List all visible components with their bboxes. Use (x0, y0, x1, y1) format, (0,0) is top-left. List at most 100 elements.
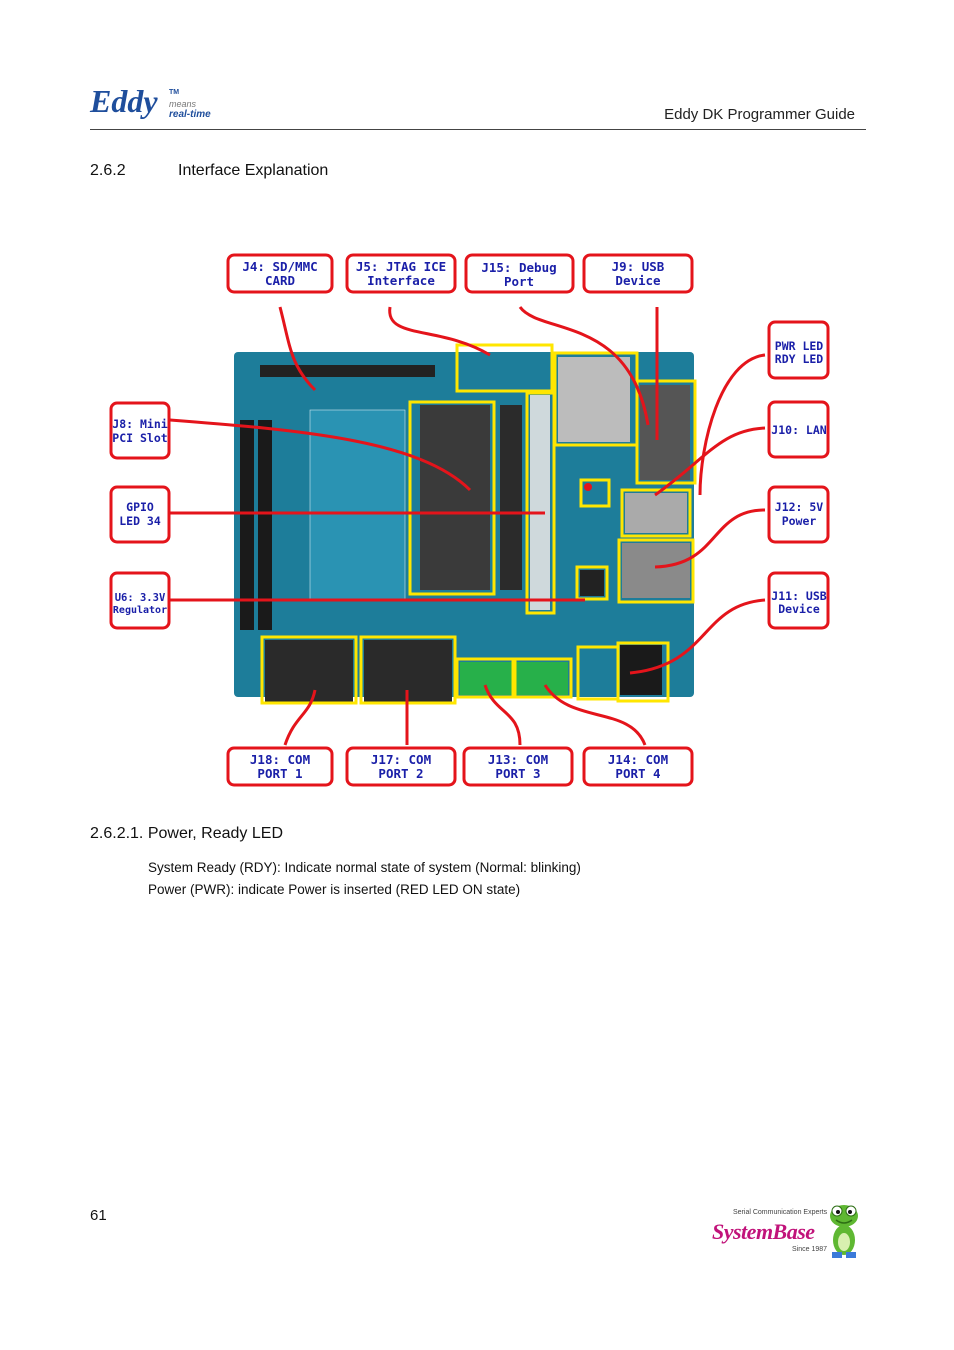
regulator-chip (580, 570, 604, 596)
highlight-db9 (635, 379, 697, 485)
svg-text:J9: USB: J9: USB (612, 259, 665, 274)
label-j5: J5: JTAG ICE Interface (345, 253, 457, 294)
svg-text:J8: Mini: J8: Mini (112, 417, 167, 431)
svg-text:J15: Debug: J15: Debug (481, 260, 556, 275)
chip-column (500, 405, 522, 590)
com-port-1-connector (265, 640, 353, 702)
svg-text:PORT 1: PORT 1 (257, 766, 302, 781)
label-j4: J4: SD/MMC CARD (226, 253, 334, 294)
label-gpio: GPIO LED 34 (109, 485, 171, 544)
label-j12: J12: 5V Power (767, 485, 830, 544)
label-j9: J9: USB Device (582, 253, 694, 294)
frog-mascot-icon (830, 1205, 858, 1258)
pin-header-left-1 (240, 420, 254, 630)
label-j17: J17: COM PORT 2 (345, 746, 457, 787)
led-column (530, 395, 550, 610)
logo-trademark: TM (169, 89, 180, 96)
highlight-minipci (408, 400, 496, 596)
svg-text:U6: 3.3V: U6: 3.3V (115, 592, 166, 604)
highlight-com3 (455, 657, 517, 699)
svg-text:PORT 4: PORT 4 (615, 766, 660, 781)
brand-name: SystemBase (712, 1219, 815, 1244)
highlight-leds (525, 391, 556, 615)
highlight-power-2 (576, 645, 620, 701)
page-number: 61 (90, 1207, 107, 1224)
highlight-usb (620, 488, 692, 538)
logo-realtime: real-time (169, 109, 211, 120)
arrow-j5 (388, 306, 491, 357)
document-title: Eddy DK Programmer Guide (664, 106, 855, 123)
logo-means: means (169, 99, 197, 109)
svg-text:Regulator: Regulator (113, 605, 167, 616)
label-u6: U6: 3.3V Regulator (109, 571, 171, 630)
svg-text:RDY LED: RDY LED (775, 352, 824, 366)
label-j18: J18: COM PORT 1 (226, 746, 334, 787)
highlight-regulator (575, 565, 609, 601)
eddy-logo: Eddy TM means real-time (90, 84, 220, 128)
highlight-led-pwr (579, 478, 611, 508)
arrow-pwr (698, 353, 766, 496)
brand-tagline: Serial Communication Experts (733, 1209, 828, 1216)
usb-connector (625, 493, 687, 533)
svg-text:Interface: Interface (367, 273, 435, 288)
svg-text:PWR LED: PWR LED (775, 339, 824, 353)
arrow-j13 (483, 684, 522, 746)
brand-since: Since 1987 (792, 1246, 828, 1253)
svg-text:J4: SD/MMC: J4: SD/MMC (242, 259, 317, 274)
sd-card-slot (558, 357, 630, 442)
section-title: Interface Explanation (178, 162, 329, 179)
svg-text:Port: Port (504, 274, 534, 289)
label-j15: J15: Debug Port (464, 253, 575, 294)
logo-word: Eddy (90, 83, 158, 119)
svg-text:J14: COM: J14: COM (608, 752, 668, 767)
svg-text:GPIO: GPIO (126, 500, 154, 514)
db9-connector (640, 385, 690, 480)
svg-text:J18: COM: J18: COM (250, 752, 310, 767)
label-j10: J10: LAN (767, 400, 830, 459)
arrow-j14 (543, 684, 647, 746)
svg-text:J11: USB: J11: USB (771, 589, 826, 603)
callout-arrows (169, 306, 766, 746)
section-number: 2.6.2 (90, 162, 126, 179)
label-pwr-led: PWR LED RDY LED (767, 320, 830, 380)
pin-header-top (260, 365, 435, 377)
svg-text:J17: COM: J17: COM (371, 752, 431, 767)
board-interface-figure: J4: SD/MMC CARD J5: JTAG ICE Interface J… (109, 253, 830, 787)
svg-text:Device: Device (615, 273, 661, 288)
highlight-jtag (455, 343, 554, 393)
arrow-j11 (629, 598, 766, 675)
arrow-j18 (283, 689, 317, 746)
subsection-heading: 2.6.2.1. Power, Ready LED (90, 825, 283, 842)
description-line-pwr: Power (PWR): indicate Power is inserted … (148, 882, 521, 897)
description-line-rdy: System Ready (RDY): Indicate normal stat… (148, 860, 581, 875)
arrow-j10 (654, 426, 766, 497)
label-j11: J11: USB Device (767, 571, 830, 630)
silkscreen-table (309, 409, 406, 601)
svg-text:PORT 3: PORT 3 (495, 766, 540, 781)
svg-text:PCI Slot: PCI Slot (112, 431, 167, 445)
mini-pci-slot (420, 405, 490, 590)
svg-text:Power: Power (782, 514, 817, 528)
systembase-logo: Serial Communication Experts SystemBase … (710, 1200, 862, 1262)
arrow-j8 (169, 418, 472, 492)
arrow-j12 (654, 508, 766, 569)
lan-connector (622, 543, 690, 598)
svg-text:J12: 5V: J12: 5V (775, 500, 824, 514)
com-port-4-terminal (516, 662, 568, 695)
label-j14: J14: COM PORT 4 (582, 746, 694, 787)
svg-text:Device: Device (778, 602, 820, 616)
label-j8: J8: Mini PCI Slot (109, 401, 171, 460)
svg-text:LED 34: LED 34 (119, 514, 161, 528)
label-j13: J13: COM PORT 3 (462, 746, 574, 787)
arrow-j4 (278, 306, 317, 392)
arrow-j15 (518, 306, 650, 426)
highlight-lan (617, 538, 695, 604)
svg-text:J13: COM: J13: COM (488, 752, 548, 767)
svg-text:PORT 2: PORT 2 (378, 766, 423, 781)
pin-header-left-2 (258, 420, 272, 630)
svg-text:J5: JTAG ICE: J5: JTAG ICE (356, 259, 446, 274)
svg-text:CARD: CARD (265, 273, 295, 288)
svg-text:J10: LAN: J10: LAN (771, 423, 826, 437)
highlight-com4 (511, 657, 573, 699)
header-divider (90, 129, 866, 130)
